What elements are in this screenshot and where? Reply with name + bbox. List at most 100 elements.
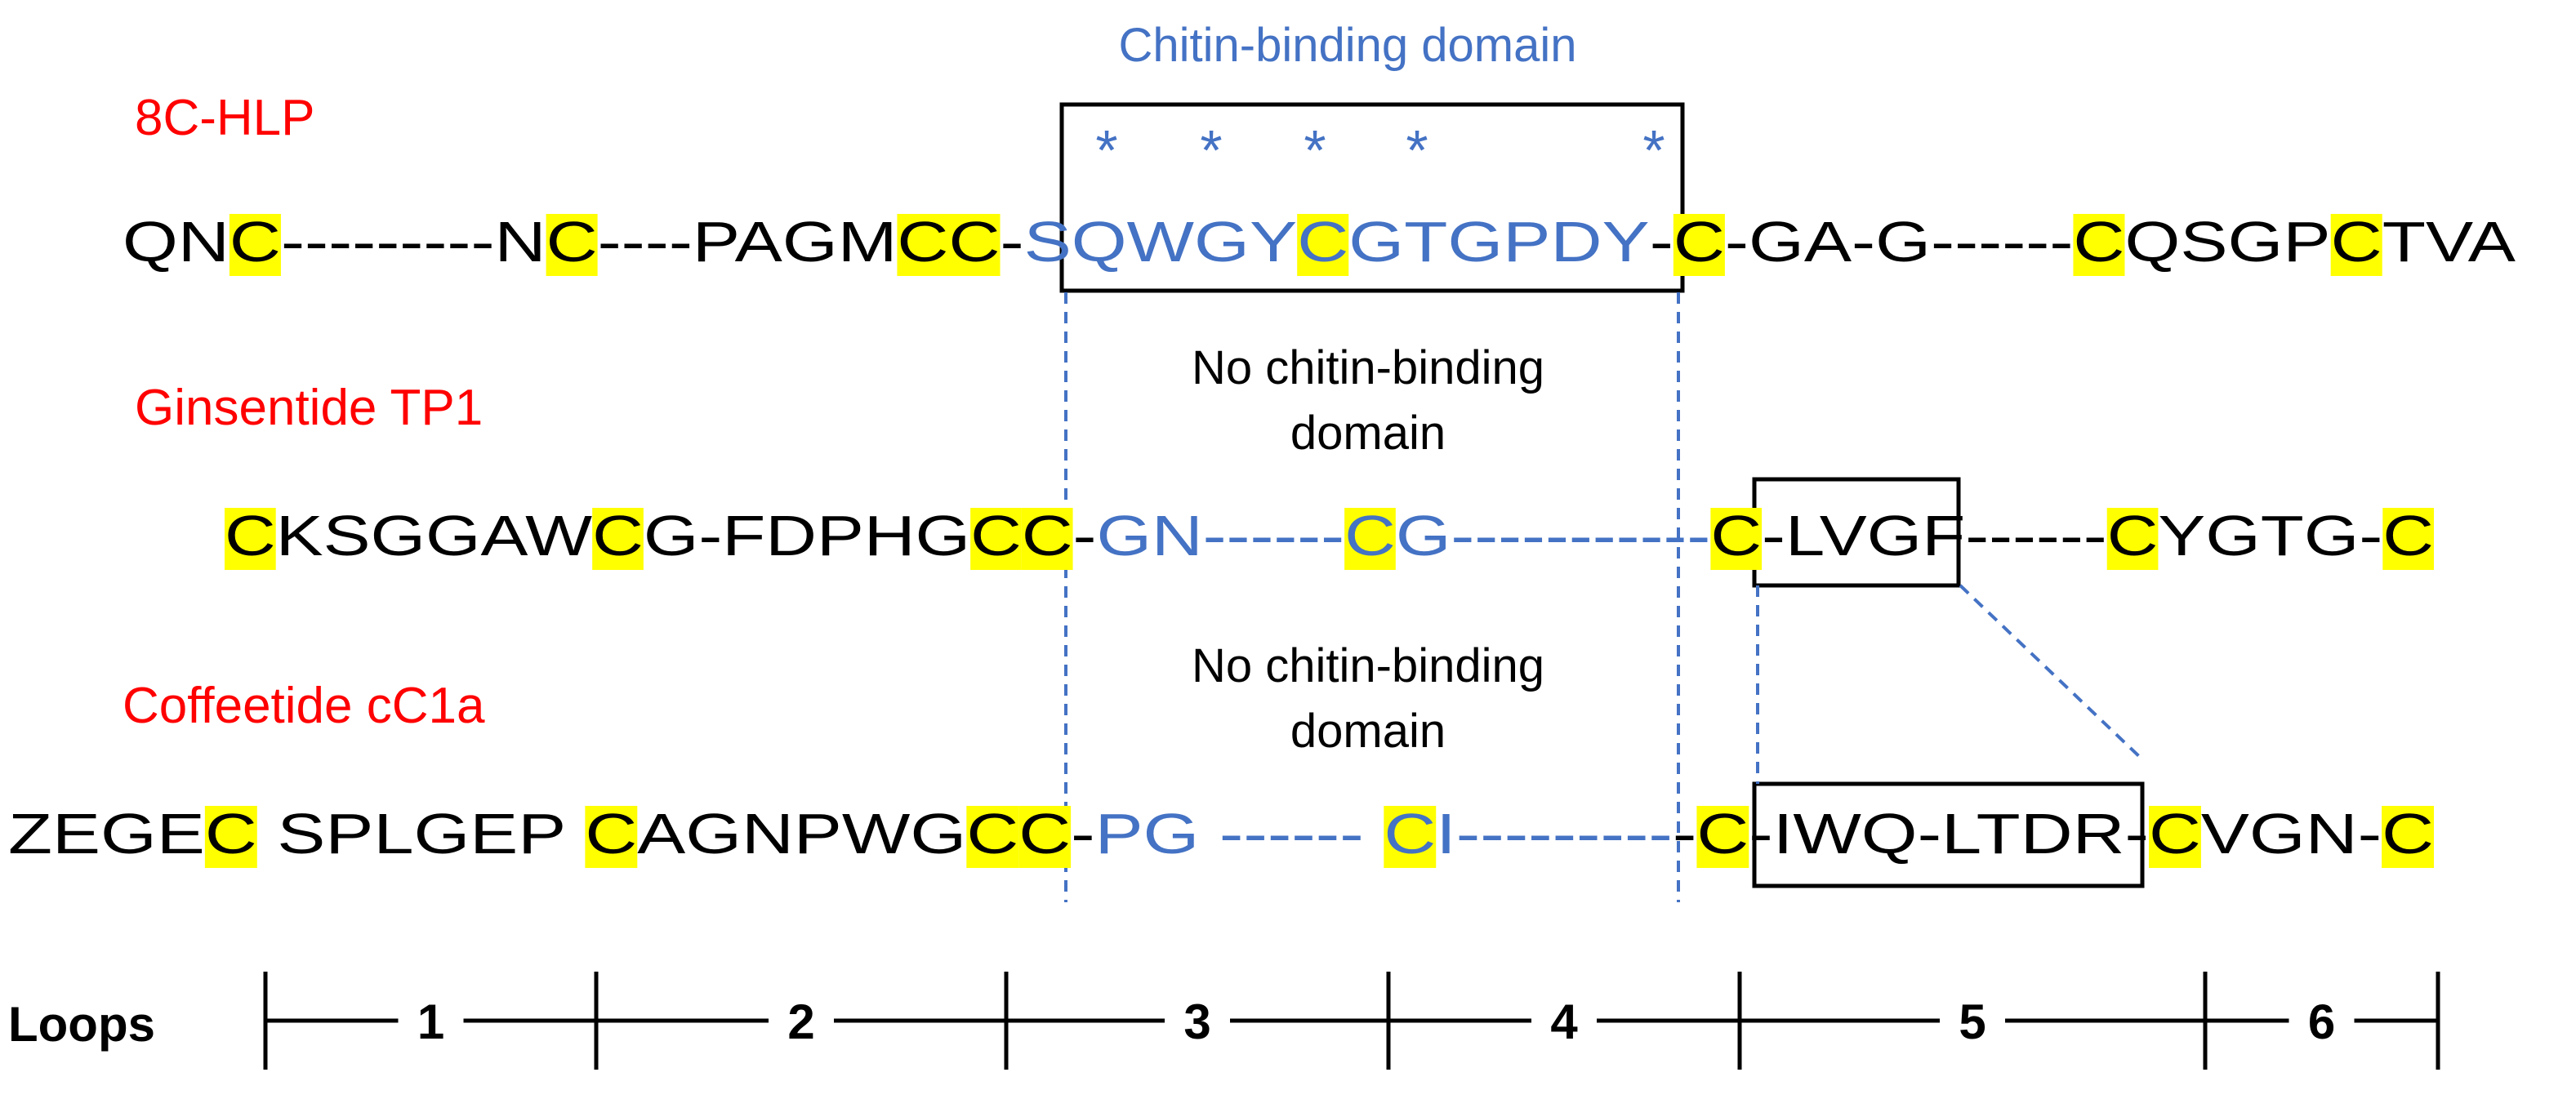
loop-number-2: 2: [787, 995, 814, 1049]
sequence-segment: VGN-: [2201, 802, 2382, 865]
conserved-cysteine: C: [546, 209, 598, 274]
conserved-cysteine: C: [592, 504, 644, 567]
sequence-segment: ---------N: [281, 209, 546, 274]
sequence-segment: -IWQ-LTDR-: [1749, 802, 2149, 865]
cysteine-highlight: [1297, 214, 1349, 276]
no-chitin-note-1-line-2: domain: [1290, 407, 1446, 460]
loop-number-6: 6: [2308, 995, 2335, 1049]
peptide-name-ginsentide-tp1: Ginsentide TP1: [135, 380, 483, 436]
conserved-cysteine: C: [1297, 209, 1348, 274]
conserved-cysteine: C: [1674, 209, 1725, 274]
sequence-segment: YGTG-: [2158, 504, 2382, 567]
conserved-cysteine: C: [2331, 209, 2382, 274]
cysteine-highlight: [2073, 214, 2125, 276]
coffeetide-loop5-box: [1752, 781, 2145, 888]
sequence-segment: GTGPDY: [1348, 209, 1650, 274]
sequence-segment: -: [1650, 209, 1674, 274]
cysteine-highlight: [1018, 806, 1072, 868]
cysteine-highlight: [585, 806, 638, 868]
conserved-cysteine: C: [1710, 504, 1762, 567]
sequence-segment: -: [1073, 504, 1097, 567]
cysteine-highlight: [1696, 806, 1749, 868]
conserved-asterisk-3: *: [1304, 118, 1326, 182]
loop-number-3: 3: [1183, 995, 1210, 1049]
conserved-cysteine: C: [230, 209, 281, 274]
sequence-segment: TVA: [2382, 209, 2516, 274]
conserved-cysteine: C: [1022, 504, 1073, 567]
sequence-segment: QSGP: [2124, 209, 2330, 274]
cysteine-highlight: [225, 508, 276, 570]
loop-number-1: 1: [417, 995, 444, 1049]
cysteine-highlight: [948, 214, 1001, 276]
cysteine-highlight: [592, 508, 644, 570]
cysteine-highlight: [1021, 508, 1073, 570]
conserved-cysteine: C: [2107, 504, 2159, 567]
no-chitin-note-2-line-1: No chitin-binding: [1192, 639, 1544, 692]
conserved-cysteine: C: [2382, 802, 2434, 865]
conserved-cysteine: C: [1018, 802, 1071, 865]
conserved-cysteine: C: [2073, 209, 2124, 274]
peptide-name-coffeetide-cc1a: Coffeetide cC1a: [123, 678, 485, 734]
sequence-segment: ----PAGM: [598, 209, 898, 274]
conserved-cysteine: C: [2382, 504, 2434, 567]
conserved-cysteine: C: [897, 209, 948, 274]
cysteine-highlight: [1673, 214, 1725, 276]
cysteine-highlight: [2106, 508, 2159, 570]
loops-axis-label: Loops: [8, 997, 155, 1052]
sequence-segment: QN: [123, 209, 230, 274]
sequence-segment: -GA-G------: [1725, 209, 2073, 274]
sequence-segment: G-FDPHG: [644, 504, 970, 567]
loop-number-4: 4: [1550, 995, 1578, 1049]
peptide-name-8c-hlp: 8C-HLP: [135, 90, 315, 146]
cysteine-highlight: [2149, 806, 2201, 868]
cysteine-highlight: [2382, 806, 2434, 868]
cysteine-highlight: [2330, 214, 2382, 276]
cysteine-highlight: [966, 806, 1019, 868]
cysteine-highlight: [229, 214, 281, 276]
chitin-binding-domain-box: [1059, 102, 1685, 293]
sequence-segment: GN------: [1096, 504, 1344, 567]
conserved-cysteine: C: [1384, 802, 1436, 865]
no-chitin-note-2-line-2: domain: [1290, 705, 1446, 758]
conserved-asterisk-5: *: [1642, 118, 1665, 182]
sequence-segment: -: [1071, 802, 1094, 865]
conserved-cysteine: C: [970, 504, 1022, 567]
cysteine-highlight: [897, 214, 949, 276]
conserved-asterisk-4: *: [1406, 118, 1428, 182]
conserved-cysteine: C: [1696, 802, 1749, 865]
sequence-segment: AGNPWG: [637, 802, 966, 865]
sequence-segment: KSGGAW: [276, 504, 593, 567]
sequence-segment: -LVGF------: [1762, 504, 2107, 567]
sequence-segment: -: [1001, 209, 1024, 274]
sequence-segment: ZEGE: [8, 802, 205, 865]
no-chitin-note-1-line-1: No chitin-binding: [1192, 341, 1544, 394]
sequence-segment: SQWGY: [1024, 209, 1298, 274]
cysteine-highlight: [2382, 508, 2434, 570]
conserved-cysteine: C: [1344, 504, 1396, 567]
conserved-cysteine: C: [205, 802, 257, 865]
conserved-asterisk-2: *: [1200, 118, 1222, 182]
loops-axis: 1 2 3 4 5 6: [263, 972, 2440, 1070]
cysteine-highlight: [1344, 508, 1396, 570]
cysteine-highlight: [204, 806, 257, 868]
loop5-connector-right: [1959, 584, 2144, 761]
sequence-segment: SPLGEP: [257, 802, 586, 865]
sequence-segment: G-----------: [1396, 504, 1710, 567]
sequence-segment: PG ------: [1095, 802, 1384, 865]
cysteine-highlight: [1710, 508, 1763, 570]
sequence-segment: -: [1673, 802, 1696, 865]
chitin-binding-domain-label: Chitin-binding domain: [1119, 19, 1577, 72]
cysteine-highlight: [1384, 806, 1437, 868]
loop-number-5: 5: [1959, 995, 1985, 1049]
conserved-cysteine: C: [966, 802, 1018, 865]
conserved-cysteine: C: [225, 504, 276, 567]
cysteine-highlight: [970, 508, 1022, 570]
conserved-cysteine: C: [585, 802, 637, 865]
conserved-asterisk-1: *: [1095, 118, 1117, 182]
